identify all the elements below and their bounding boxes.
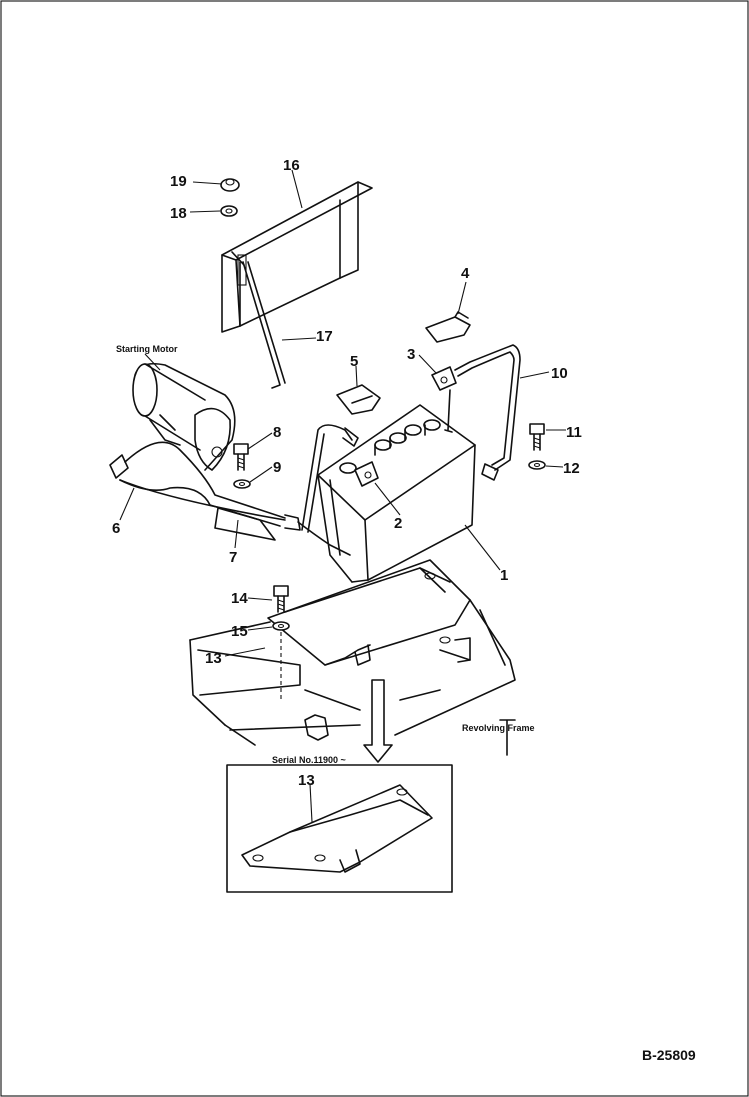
ground-cable-part (109, 441, 351, 556)
cable-tag-part (214, 507, 276, 541)
terminal-cover-part-5 (336, 384, 381, 415)
bolt-part-14 (273, 585, 289, 613)
battery-tray-part (267, 559, 471, 666)
callout-14: 14 (231, 590, 248, 607)
washer-part-18 (220, 205, 238, 217)
drawing-code: B-25809 (642, 1047, 696, 1063)
terminal-cover-part-4 (425, 311, 471, 343)
battery-cover-part (221, 181, 373, 333)
callout-6: 6 (112, 520, 120, 537)
callout-5: 5 (350, 353, 358, 370)
starting-motor-part (132, 362, 236, 471)
bolt-part-11 (529, 423, 545, 451)
serial-inset-box (226, 764, 453, 893)
callout-18: 18 (170, 205, 187, 222)
callout-12: 12 (563, 460, 580, 477)
revolving-frame-part (189, 599, 516, 756)
callout-9: 9 (273, 459, 281, 476)
callout-17: 17 (316, 328, 333, 345)
positive-cable-part (444, 344, 521, 481)
callout-1: 1 (500, 567, 508, 584)
revolving-frame-caption: Revolving Frame (462, 723, 535, 733)
battery-rod-part (242, 261, 286, 389)
washer-part-12 (528, 460, 546, 470)
callout-8: 8 (273, 424, 281, 441)
callout-4: 4 (461, 265, 470, 282)
callout-19: 19 (170, 173, 187, 190)
nut-part (220, 178, 240, 192)
terminal-clamp-part (354, 461, 379, 487)
callout-11: 11 (566, 424, 582, 441)
callout-2: 2 (394, 515, 402, 532)
battery-tray-inset-part (241, 784, 433, 873)
callout-3: 3 (407, 346, 415, 363)
callout-16: 16 (283, 157, 300, 174)
serial-caption: Serial No.11900 ~ (272, 755, 346, 765)
terminal-clamp-part-3 (431, 366, 457, 391)
callout-10: 10 (551, 365, 568, 382)
callout-7: 7 (229, 549, 237, 566)
callout-15: 15 (231, 623, 248, 640)
bolt-part-8 (233, 443, 249, 471)
leader-lines (119, 169, 566, 823)
callout-13: 13 (205, 650, 222, 667)
down-arrow (363, 679, 393, 763)
battery-cable-riser (301, 424, 359, 533)
callout-13-inset: 13 (298, 772, 315, 789)
starting-motor-caption: Starting Motor (116, 344, 178, 354)
battery-part (317, 404, 476, 583)
washer-part-9 (233, 479, 251, 489)
washer-part-15 (272, 621, 290, 631)
